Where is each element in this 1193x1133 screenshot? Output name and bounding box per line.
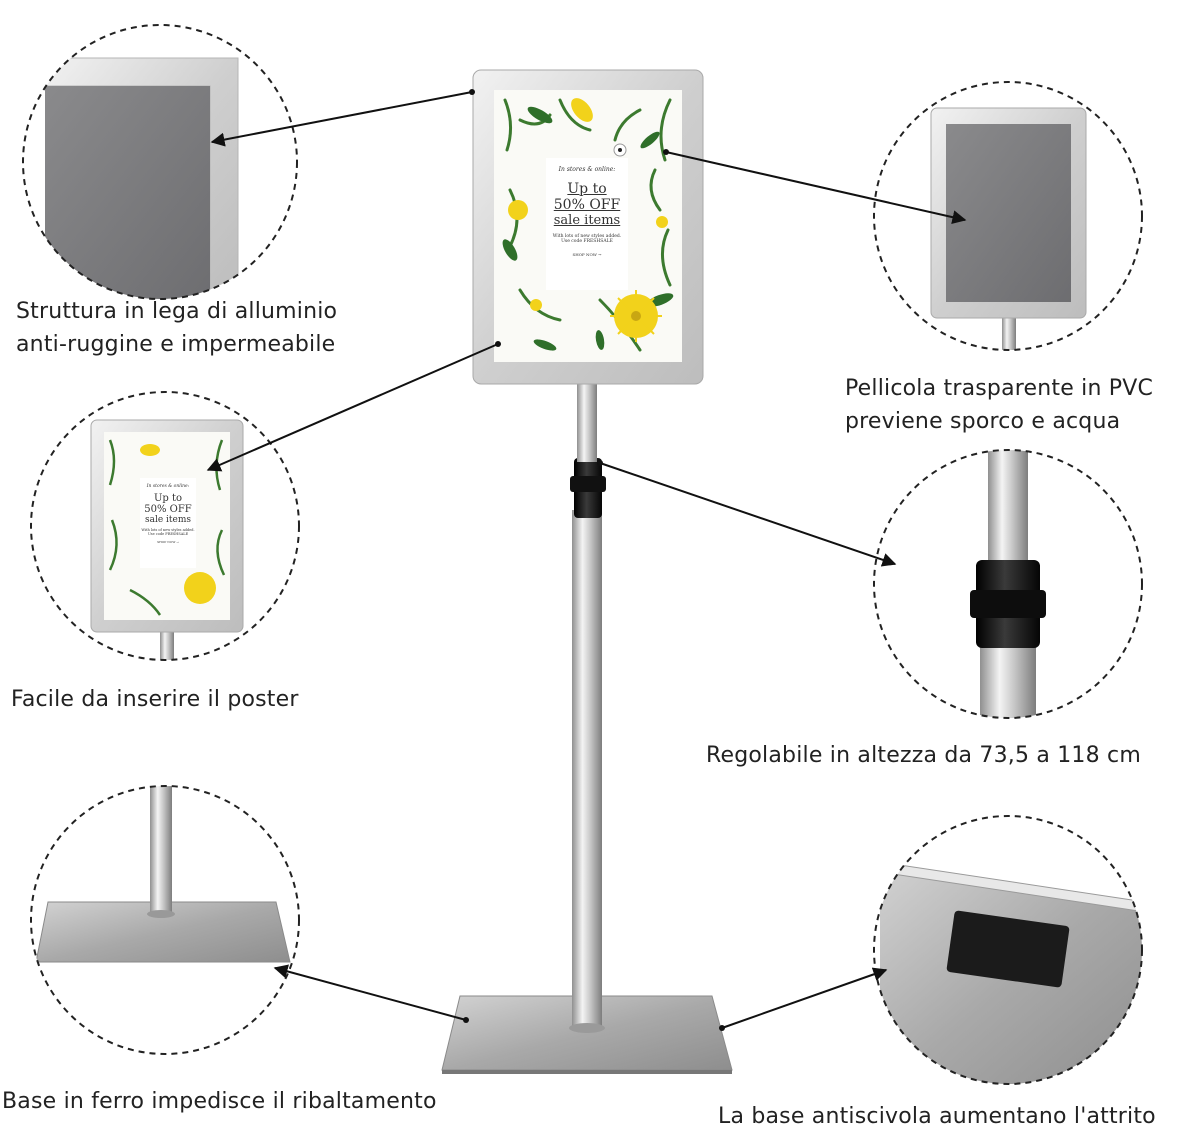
zoom-height-clamp [873, 449, 1143, 719]
zoom-pvc-film [873, 81, 1143, 351]
poster-intro: In stores & online: [558, 166, 616, 173]
caption-poster-insert: Facile da inserire il poster [11, 683, 299, 716]
poster-artwork [502, 98, 674, 352]
caption-pvc-line1: Pellicola trasparente in PVC [845, 376, 1154, 401]
poster-zoom-sub-2: Use code FRESHSALE [147, 532, 189, 536]
caption-antislip-line1: La base antiscivola aumentano l'attrito [718, 1104, 1156, 1129]
caption-base-line1: Base in ferro impedisce il ribaltamento [2, 1089, 437, 1114]
caption-iron-base: Base in ferro impedisce il ribaltamento [2, 1085, 437, 1118]
callout-arrows [206, 91, 967, 1029]
poster-text-main: In stores & online: Up to 50% OFF sale i… [546, 166, 628, 257]
caption-antislip-base: La base antiscivola aumentano l'attrito [718, 1100, 1156, 1133]
caption-aluminum-line2: anti-ruggine e impermeabile [16, 332, 336, 357]
caption-aluminum-line1: Struttura in lega di alluminio [16, 299, 338, 324]
arrow-dots [463, 89, 725, 1031]
poster-sub-2: Use code FRESHSALE [561, 239, 613, 244]
poster-zoom-sub-1: With lots of new styles added. [141, 528, 195, 532]
caption-poster-line1: Facile da inserire il poster [11, 687, 299, 712]
poster-text-zoom: In stores & online: Up to 50% OFF sale i… [140, 484, 196, 544]
zoom-poster-insert [30, 391, 300, 661]
caption-pvc-film: Pellicola trasparente in PVC previene sp… [845, 372, 1153, 438]
poster-zoom-headline-3: sale items [144, 515, 192, 525]
poster-zoom-headline-1: Up to [153, 493, 183, 504]
zoom-aluminum-frame [22, 24, 298, 300]
poster-headline-1: Up to [567, 181, 607, 197]
caption-height-line1: Regolabile in altezza da 73,5 a 118 cm [706, 743, 1141, 768]
caption-aluminum-structure: Struttura in lega di alluminio anti-rugg… [16, 295, 337, 361]
poster-headline-3: sale items [553, 213, 621, 228]
caption-pvc-line2: previene sporco e acqua [845, 409, 1121, 434]
poster-sub-1: With lots of new styles added. [552, 234, 622, 239]
zoom-antislip-pad [873, 815, 1143, 1085]
caption-height-adjust: Regolabile in altezza da 73,5 a 118 cm [706, 739, 1141, 772]
poster-headline-2: 50% OFF [553, 197, 621, 213]
poster-zoom-headline-2: 50% OFF [144, 504, 192, 515]
poster-cta: SHOP NOW → [572, 252, 602, 257]
poster-zoom-cta: SHOP NOW → [157, 540, 179, 544]
zoom-iron-base [30, 785, 300, 1055]
poster-zoom-intro: In stores & online: [146, 484, 190, 489]
